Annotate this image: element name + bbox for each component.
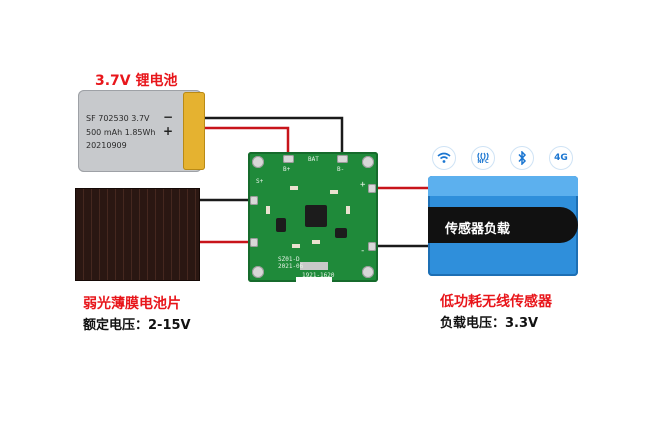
4g-icon: 4G (549, 146, 573, 170)
sensor-title: 低功耗无线传感器 (440, 294, 552, 310)
pcb-inductor (276, 218, 286, 232)
battery-label-line2: 500 mAh 1.85Wh (86, 128, 156, 137)
pcb-mount-hole (252, 266, 264, 278)
pcb-mount-hole (252, 156, 264, 168)
silk-plus: + (360, 180, 366, 190)
battery-title: 3.7V 锂电池 (95, 73, 178, 89)
sensor-label-band (428, 207, 578, 243)
silk-s-plus: S+ (256, 178, 264, 185)
thin-film-solar-panel (75, 188, 200, 281)
pcb-mount-hole (362, 266, 374, 278)
pcb-smd-component (292, 244, 300, 248)
battery-positive-wire (203, 126, 290, 158)
silk-minus: - (360, 246, 366, 256)
pcb-connector (300, 262, 328, 270)
silk-code1: SZ01-D (278, 256, 300, 263)
sensor-load-voltage: 负载电压：3.3V (440, 316, 539, 331)
battery-plus-sign: + (163, 124, 174, 138)
battery-tab (183, 92, 205, 170)
silk-bat: BAT (308, 156, 319, 163)
pad-solar-minus (250, 196, 258, 205)
bluetooth-icon (510, 146, 534, 170)
silk-b-plus: B+ (283, 166, 291, 173)
wifi-icon (432, 146, 456, 170)
pad-output-minus (368, 242, 376, 251)
battery-label-line3: 20210909 (86, 141, 127, 150)
silk-code3: 1921-1620 (302, 272, 335, 279)
solar-rated-voltage: 额定电压：2-15V (83, 318, 191, 333)
battery-negative-wire (203, 116, 344, 158)
pcb-smd-component (290, 186, 298, 190)
pcb-smd-component (312, 240, 320, 244)
pad-battery-plus (283, 155, 294, 163)
pcb-mount-hole (362, 156, 374, 168)
pad-battery-minus (337, 155, 348, 163)
pad-solar-plus (250, 238, 258, 247)
lipo-battery (78, 90, 202, 172)
pcb-small-ic (335, 228, 347, 238)
pcb-smd-component (346, 206, 350, 214)
solar-title: 弱光薄膜电池片 (83, 296, 181, 312)
nfc-icon: NFC (471, 146, 495, 170)
silk-b-minus: B- (337, 166, 345, 173)
pad-output-plus (368, 184, 376, 193)
sensor-load-label: 传感器负载 (445, 222, 511, 237)
battery-label-line1: SF 702530 3.7V (86, 114, 150, 123)
4g-icon-text: 4G (554, 153, 568, 163)
battery-minus-sign: − (163, 110, 174, 124)
pcb-smd-component (266, 206, 270, 214)
pcb-smd-component (330, 190, 338, 194)
silk-code2: 2021-06 (278, 263, 304, 270)
pcb-notch (296, 277, 332, 289)
nfc-icon-text: NFC (477, 158, 489, 165)
pcb-main-ic (305, 205, 327, 227)
sensor-top-edge (428, 176, 578, 196)
